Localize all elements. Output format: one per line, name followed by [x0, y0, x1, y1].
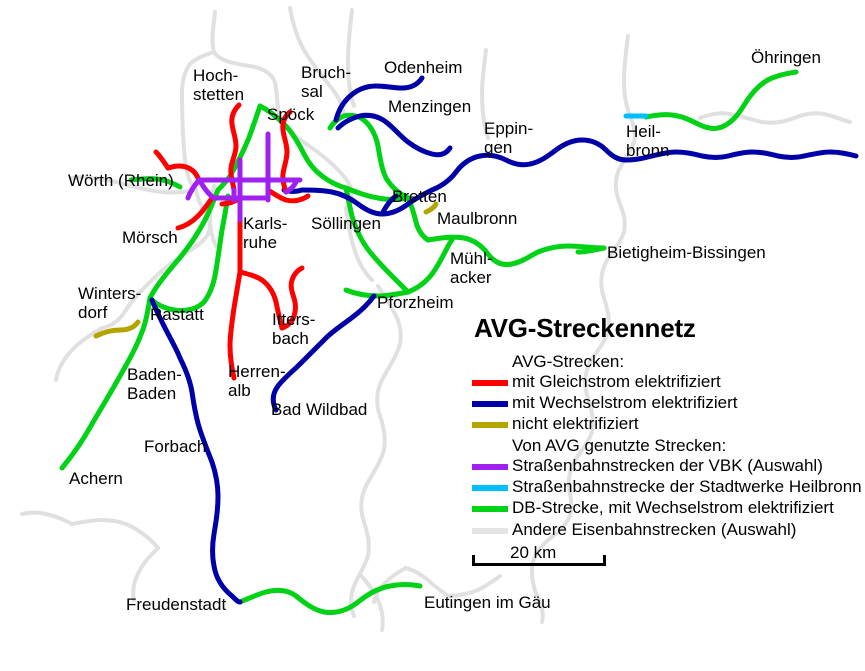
scale-tick-left [472, 555, 475, 566]
db-ac-routes [59, 69, 799, 615]
legend-label-db-ac-electrified: DB-Strecke, mit Wechselstrom elektrifizi… [512, 498, 834, 517]
legend-label-dc-electrified: mit Gleichstrom elektrifiziert [512, 372, 721, 391]
legend-label-other-railways: Andere Eisenbahnstrecken (Auswahl) [512, 520, 797, 539]
legend-label-vbk-tram: Straßenbahnstrecken der VBK (Auswahl) [512, 456, 823, 475]
vbk-tram-routes [185, 131, 303, 223]
legend-swatch-dc-electrified [472, 380, 508, 386]
legend-label-ac-electrified: mit Wechselstrom elektrifiziert [512, 393, 738, 412]
legend-swatch-swhn-tram [472, 485, 508, 491]
other-railway-lines [20, 6, 852, 632]
legend-swatch-other-railways [472, 528, 508, 534]
scale-tick-right [603, 555, 606, 566]
legend-swatch-vbk-tram [472, 464, 508, 470]
legend-swatch-ac-electrified [472, 401, 508, 407]
ac-electrified-routes [149, 75, 859, 605]
non-electrified-routes [93, 201, 439, 339]
legend-label-not-electrified: nicht elektrifiziert [512, 414, 639, 433]
legend-swatch-db-ac-electrified [472, 506, 508, 512]
scale-bar-line [472, 563, 606, 566]
legend-heading-used: Von AVG genutzte Strecken: [512, 436, 727, 455]
legend-swatch-not-electrified [472, 422, 508, 428]
legend-title: AVG-Streckennetz [474, 313, 696, 343]
legend-heading-avg: AVG-Strecken: [512, 352, 625, 371]
dc-electrified-routes [153, 102, 311, 381]
scale-bar: 20 km [472, 543, 606, 567]
legend-label-swhn-tram: Straßenbahnstrecke der Stadtwerke Heilbr… [512, 477, 862, 496]
scale-bar-label: 20 km [510, 543, 557, 562]
